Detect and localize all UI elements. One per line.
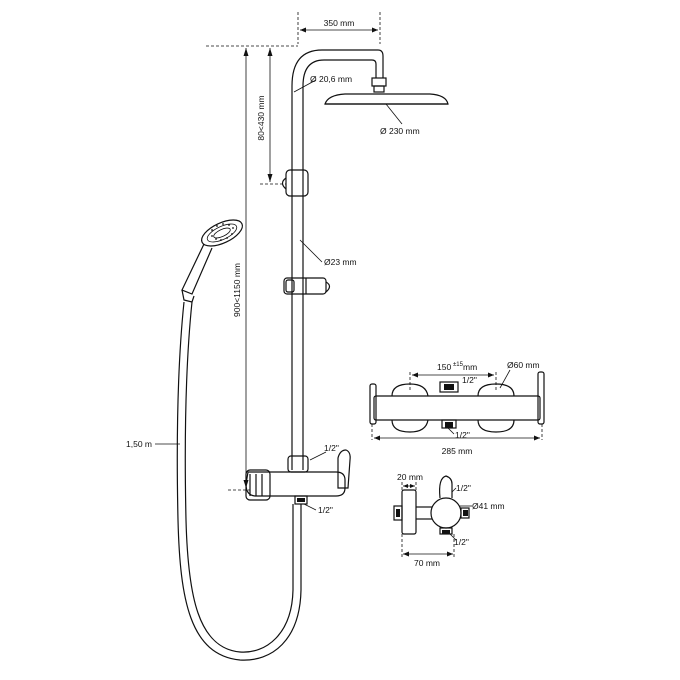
mixer-side-view [393,475,470,535]
label-thread-top: 1/2" [324,443,339,453]
label-side-thread-top: 1/2" [456,483,471,493]
label-pipe-diameter: Ø 20,6 mm [310,74,352,84]
leader-knob [499,369,511,389]
label-total-height: 900<1150 mm [232,263,242,317]
wall-bracket-top [281,169,309,197]
label-hose-length: 1,50 m [126,439,152,449]
label-thread-bottom: 1/2" [318,505,333,515]
dim-side-depth [401,534,455,558]
dim-total-height [243,48,249,488]
label-spacing-unit: mm [463,362,477,372]
label-mixer-width: 285 mm [442,446,473,456]
dim-side-offset [401,482,417,492]
mixer-front-view [369,371,545,433]
label-arm-reach: 350 mm [324,18,355,28]
label-spacing-value: 150 [437,362,451,372]
label-head-diameter: Ø 230 mm [380,126,420,136]
label-front-thread-bottom: 1/2" [455,430,470,440]
dim-height-adjust [267,48,273,182]
dim-mixer-width [371,424,543,441]
leader-side-thread-bottom [449,533,457,541]
label-side-offset: 20 mm [397,472,423,482]
label-knob-diameter: Ø60 mm [507,360,540,370]
dim-spacing [409,372,497,392]
wall-bracket-bottom [287,455,309,473]
leader-head [385,103,403,125]
dim-arm-reach [297,12,381,44]
leader-side-thread-top [451,487,457,493]
label-side-depth: 70 mm [414,558,440,568]
leader-thread-top [309,451,327,461]
label-bar-diameter: Ø23 mm [324,257,357,267]
shower-arm [291,49,384,87]
label-side-thread-bottom: 1/2" [454,537,469,547]
leader-pipe [293,79,317,93]
thermostatic-mixer-main [245,449,351,505]
hand-shower [181,219,243,303]
sliding-holder [283,277,331,295]
label-height-adjust: 80<430 mm [256,95,266,140]
label-front-thread-top: 1/2" [462,375,477,385]
label-spacing-tolerance: ±15 [453,362,464,368]
label-side-diameter: Ø41 mm [472,501,505,511]
leader-bar [299,239,323,263]
leader-thread-bottom [303,503,317,511]
shower-hose [176,301,302,661]
leader-front-thread-bottom [447,427,455,435]
